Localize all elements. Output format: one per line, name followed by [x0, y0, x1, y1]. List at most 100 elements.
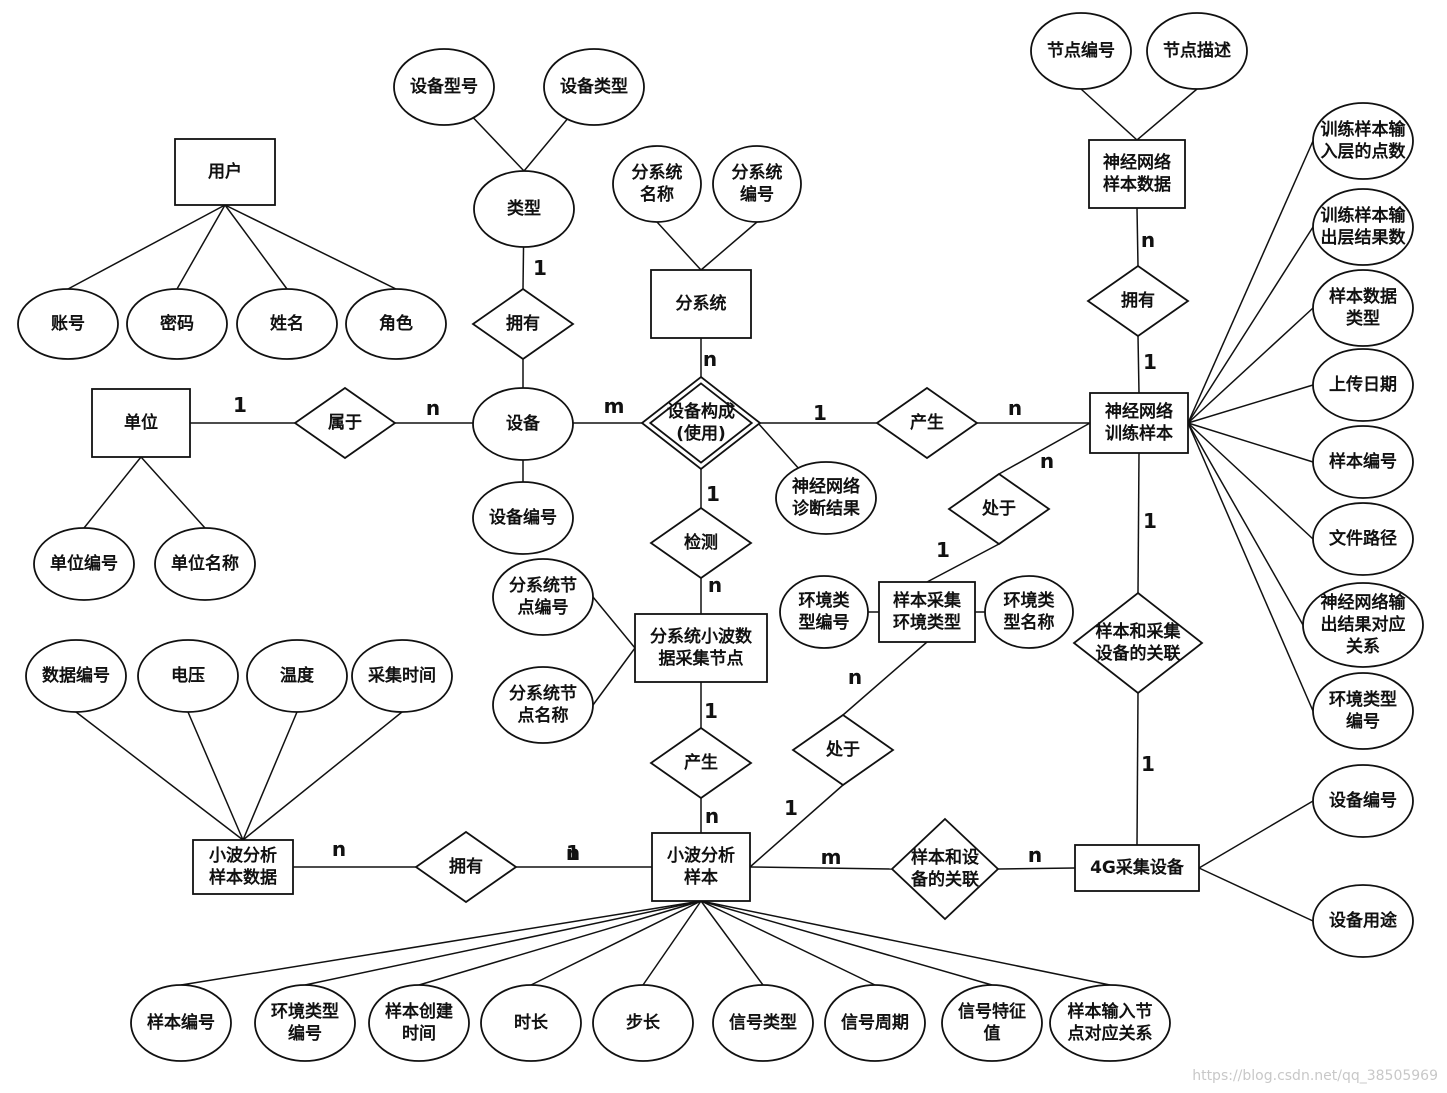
cardinality-c17: n [705, 804, 719, 828]
attribute-ws-sample-id[interactable]: 样本编号 [130, 984, 232, 1062]
attribute-unit-name[interactable]: 单位名称 [154, 527, 256, 601]
connector-line [1198, 867, 1314, 922]
cardinality-c2: n [703, 347, 717, 371]
attribute-label: 编号 [288, 1023, 322, 1044]
attribute-device-model[interactable]: 设备型号 [393, 48, 495, 126]
attribute-type[interactable]: 类型 [473, 170, 575, 248]
entity-subsystem[interactable]: 分系统 [650, 269, 752, 339]
relationship-diamond [875, 386, 979, 460]
cardinality-c4: n [426, 396, 440, 420]
attribute-device-id-4g[interactable]: 设备编号 [1312, 764, 1414, 838]
attribute-ellipse [17, 288, 119, 360]
connector-line [1136, 207, 1139, 267]
entity-label: 4G采集设备 [1090, 857, 1185, 878]
connector-line [1187, 384, 1314, 424]
entity-device-4g[interactable]: 4G采集设备 [1074, 844, 1200, 892]
attribute-nn-sample-id[interactable]: 样本编号 [1312, 425, 1414, 499]
attribute-label: 型名称 [1004, 612, 1055, 633]
attribute-device[interactable]: 设备 [472, 387, 574, 461]
attribute-label: 类型 [507, 198, 541, 219]
attribute-role[interactable]: 角色 [345, 288, 447, 360]
attribute-ellipse [543, 48, 645, 126]
attribute-upload-date[interactable]: 上传日期 [1312, 348, 1414, 422]
attribute-device-use[interactable]: 设备用途 [1312, 884, 1414, 958]
attribute-password[interactable]: 密码 [126, 288, 228, 360]
attribute-name[interactable]: 姓名 [236, 288, 338, 360]
relationship-rel-locate-wavelet[interactable]: 处于 [791, 713, 895, 787]
connector-line [187, 711, 244, 841]
connector-line [304, 900, 702, 986]
relationship-diamond [1086, 264, 1190, 338]
entity-label: 分系统 [676, 293, 727, 314]
attribute-node-desc[interactable]: 节点描述 [1146, 12, 1248, 90]
relationship-rel-detect[interactable]: 检测 [649, 506, 753, 580]
attribute-unit-id[interactable]: 单位编号 [33, 527, 135, 601]
attribute-label: 编号 [740, 184, 774, 205]
attribute-label: 环境类型 [271, 1001, 339, 1022]
attribute-node-id[interactable]: 节点编号 [1030, 12, 1132, 90]
relationship-rel-produce-nn[interactable]: 产生 [875, 386, 979, 460]
entity-label: 小波分析 [667, 845, 735, 866]
relationship-rel-locate-env[interactable]: 处于 [947, 472, 1051, 546]
attribute-voltage[interactable]: 电压 [137, 639, 239, 713]
relationship-rel-own-type[interactable]: 拥有 [471, 287, 575, 361]
attribute-ellipse [612, 145, 702, 223]
attribute-temperature[interactable]: 温度 [246, 639, 348, 713]
attribute-data-id[interactable]: 数据编号 [25, 639, 127, 713]
relationship-label: 拥有 [1121, 290, 1155, 311]
entity-unit[interactable]: 单位 [91, 388, 191, 458]
attribute-device-id[interactable]: 设备编号 [472, 481, 574, 555]
cardinality-c22: m [821, 845, 842, 869]
relationship-rel-own-nn[interactable]: 拥有 [1086, 264, 1190, 338]
entity-label: 环境类型 [893, 612, 961, 633]
attribute-ws-step[interactable]: 步长 [592, 984, 694, 1062]
attribute-ws-signal-type[interactable]: 信号类型 [712, 984, 814, 1062]
attribute-label: 节点编号 [1047, 40, 1115, 61]
cardinality-c23: n [1028, 843, 1042, 867]
attribute-file-path[interactable]: 文件路径 [1312, 502, 1414, 576]
entity-label: 神经网络 [1103, 152, 1171, 173]
attribute-ellipse [1312, 884, 1414, 958]
relationship-rel-own-wavelet[interactable]: 拥有 [414, 830, 518, 904]
entity-label: 据采集节点 [659, 648, 744, 669]
attribute-device-type-attr[interactable]: 设备类型 [543, 48, 645, 126]
attribute-collect-time[interactable]: 采集时间 [351, 639, 453, 713]
attribute-label: 编号 [1346, 711, 1380, 732]
attribute-ws-duration[interactable]: 时长 [480, 984, 582, 1062]
relationship-rel-compose[interactable]: 设备构成(使用) [640, 375, 762, 471]
attribute-account[interactable]: 账号 [17, 288, 119, 360]
attribute-ellipse [473, 170, 575, 248]
relationship-rel-belong[interactable]: 属于 [293, 386, 397, 460]
attribute-label: 账号 [51, 314, 85, 334]
relationship-rel-produce-wavelet[interactable]: 产生 [649, 726, 753, 800]
relationship-diamond [791, 713, 895, 787]
attribute-ws-signal-period[interactable]: 信号周期 [824, 984, 926, 1062]
attribute-ellipse [492, 558, 594, 636]
entity-user[interactable]: 用户 [174, 138, 276, 206]
